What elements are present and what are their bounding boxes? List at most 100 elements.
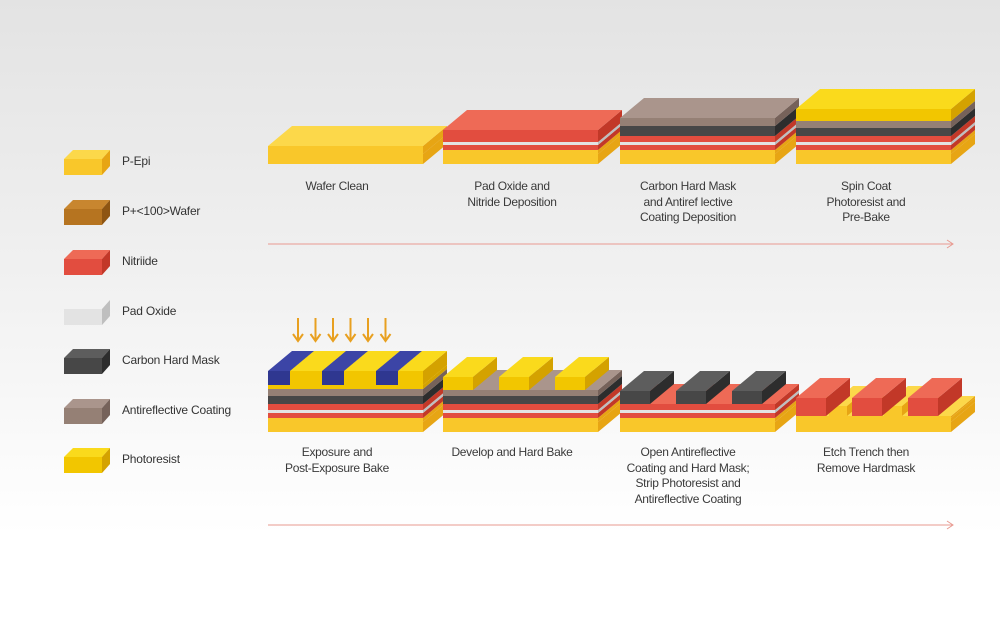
exposure-arrow-icon (327, 318, 339, 343)
layer-p_epi (796, 134, 975, 164)
layer-pad_oxide (620, 390, 799, 413)
legend-item-arc: Antireflective Coating (64, 394, 254, 430)
resist-block (398, 351, 447, 385)
step-label-line: Exposure and (301, 445, 373, 459)
step-illustration-8 (796, 378, 975, 432)
nitride-pillar (908, 378, 962, 416)
layer-p_epi (443, 398, 622, 422)
layer-nitride (620, 125, 799, 150)
step-label-line: Antireflective Coating (634, 491, 742, 506)
hard-mask-block (732, 371, 786, 404)
hard-mask-block (620, 371, 674, 404)
layer-carbon (796, 108, 975, 136)
legend-label: P+<100>Wafer (122, 204, 201, 218)
step-illustration-7 (620, 371, 799, 432)
layer-nitride (268, 384, 447, 410)
nitride-swatch-icon (64, 250, 110, 275)
layer-nitride (796, 125, 975, 150)
legend-item-p-epi: P-Epi (64, 145, 254, 181)
step-label-line: Etch Trench then (823, 445, 909, 459)
step-label-line: Strip Photoresist and (635, 476, 741, 490)
layer-photoresist (796, 89, 975, 121)
step-label-line: Remove Hardmask (816, 460, 916, 475)
exposure-arrow-icon (292, 318, 304, 343)
layer-p_epi (796, 398, 975, 422)
step-label-line: Coating and Hard Mask; (626, 460, 750, 475)
layer-p_epi (443, 402, 622, 432)
layer-p_epi (268, 126, 447, 154)
step-label-line: Develop and Hard Bake (451, 445, 573, 459)
step-label-line: Carbon Hard Mask (640, 179, 736, 193)
layer-nitride (443, 393, 622, 418)
layer-p_epi (796, 130, 975, 154)
layer-p_epi (620, 130, 799, 154)
layer-carbon (268, 376, 447, 404)
exposure-arrow-icon (379, 318, 392, 343)
step-illustration-1 (268, 126, 447, 164)
legend-item-wafer: P+<100>Wafer (64, 195, 254, 231)
layer-p_epi (443, 134, 622, 164)
layer-nitride (620, 116, 799, 142)
layer-pad_oxide (443, 390, 622, 413)
legend-label: Photoresist (122, 452, 180, 466)
step-illustration-6 (443, 357, 622, 432)
layer-arc (268, 369, 447, 396)
step-label-line: Open Antireflective (640, 445, 736, 459)
resist-block (443, 357, 497, 390)
p-epi-swatch-icon (64, 150, 110, 175)
step-label-1: Wafer Clean (252, 179, 422, 195)
layer-nitride (268, 393, 447, 418)
step-label-line: and Antiref lective (643, 194, 733, 209)
legend-label: Pad Oxide (122, 304, 177, 318)
arc-swatch-icon (64, 399, 110, 424)
layer-p_epi (620, 402, 799, 432)
legend-item-carbon: Carbon Hard Mask (64, 344, 254, 380)
resist-block (555, 357, 609, 390)
layer-nitride (443, 110, 622, 142)
carbon-swatch-icon (64, 349, 110, 374)
layer-nitride (620, 393, 799, 418)
layer-p_epi (268, 398, 447, 422)
layer-p_epi (796, 402, 975, 432)
step-illustration-4 (796, 89, 975, 164)
step-label-line: Nitride Deposition (467, 194, 557, 209)
legend-label: Carbon Hard Mask (122, 353, 220, 367)
legend-label: Nitriide (122, 254, 158, 268)
exposure-arrow-icon (309, 318, 322, 343)
legend-label: Antireflective Coating (122, 403, 231, 417)
layer-p_epi (268, 134, 447, 164)
legend-label: P-Epi (122, 154, 151, 168)
step-label-line: Wafer Clean (305, 179, 369, 193)
step-illustration-5 (268, 318, 447, 432)
layer-nitride (443, 384, 622, 410)
layer-pad_oxide (443, 122, 622, 145)
exposure-arrow-icon (362, 318, 374, 343)
step-label-line: Spin Coat (841, 179, 891, 193)
layer-carbon (443, 376, 622, 404)
hard-mask-block (676, 371, 730, 404)
layer-p_epi (443, 130, 622, 154)
layer-carbon (620, 106, 799, 136)
layer-pad_oxide (268, 390, 447, 413)
nitride-pillar (796, 378, 850, 416)
nitride-pillar (852, 378, 906, 416)
step-label-line: Pre-Bake (842, 210, 890, 224)
layer-p_epi (620, 398, 799, 422)
layer-arc (796, 101, 975, 128)
flow-arrow-1 (268, 239, 954, 249)
layer-arc (620, 98, 799, 126)
photoresist-swatch-icon (64, 448, 110, 473)
exposure-arrow-icon (344, 318, 357, 343)
legend-item-nitride: Nitriide (64, 245, 254, 281)
flow-arrow-2 (268, 520, 954, 530)
step-illustration-2 (443, 110, 622, 164)
step-label-line: Photoresist and (826, 194, 906, 209)
step-label-6: Develop and Hard Bake (427, 445, 597, 461)
